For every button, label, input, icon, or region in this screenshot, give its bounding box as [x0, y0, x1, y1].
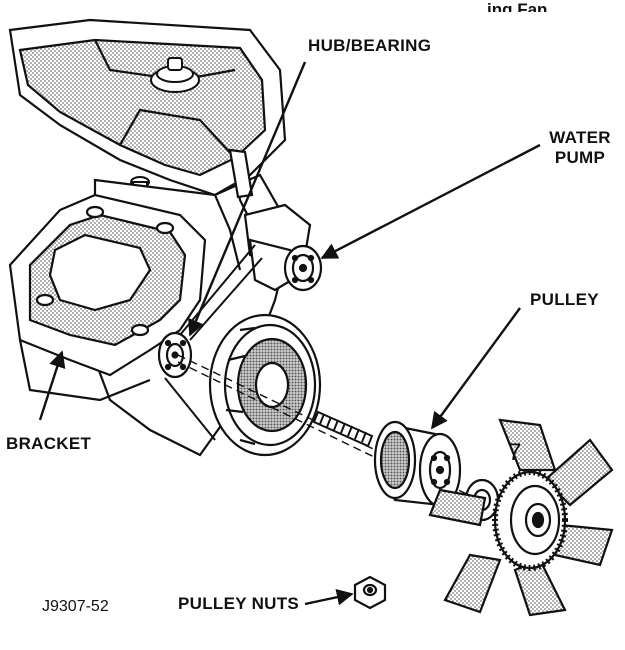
water-pump-label: WATER PUMP — [540, 128, 620, 168]
pulley-nuts-leader — [304, 588, 354, 606]
leader-lines — [38, 61, 541, 606]
oil-filler-cap — [150, 57, 200, 93]
bracket-leader — [38, 350, 66, 421]
pulley-leader — [431, 307, 521, 430]
water-pump-leader — [320, 143, 541, 260]
fan-blades: 7 — [428, 418, 614, 617]
hub-bearing-leader — [188, 61, 307, 337]
pulley-nut — [353, 575, 387, 610]
water-pump-label-line2: PUMP — [554, 148, 606, 167]
bracket-label: BRACKET — [6, 434, 92, 453]
svg-text:7: 7 — [508, 439, 521, 466]
threaded-stud — [312, 410, 374, 448]
pulley-nuts-label: PULLEY NUTS — [178, 594, 300, 613]
hub-bearing-label: HUB/BEARING — [308, 36, 432, 55]
fan-clutch — [492, 469, 568, 571]
crankshaft-damper — [208, 313, 322, 457]
bracket — [8, 193, 207, 402]
assembly-centerline — [177, 354, 501, 519]
figure-id: J9307-52 — [42, 598, 109, 615]
figure-title-fragment: …ing Fan — [470, 0, 548, 19]
valve-cover — [8, 18, 287, 197]
water-pump-body — [243, 203, 323, 292]
pulley-label: PULLEY — [530, 290, 599, 309]
hub-bearing — [157, 331, 193, 379]
water-pump-label-line1: WATER — [549, 128, 611, 147]
pulley — [373, 420, 462, 508]
